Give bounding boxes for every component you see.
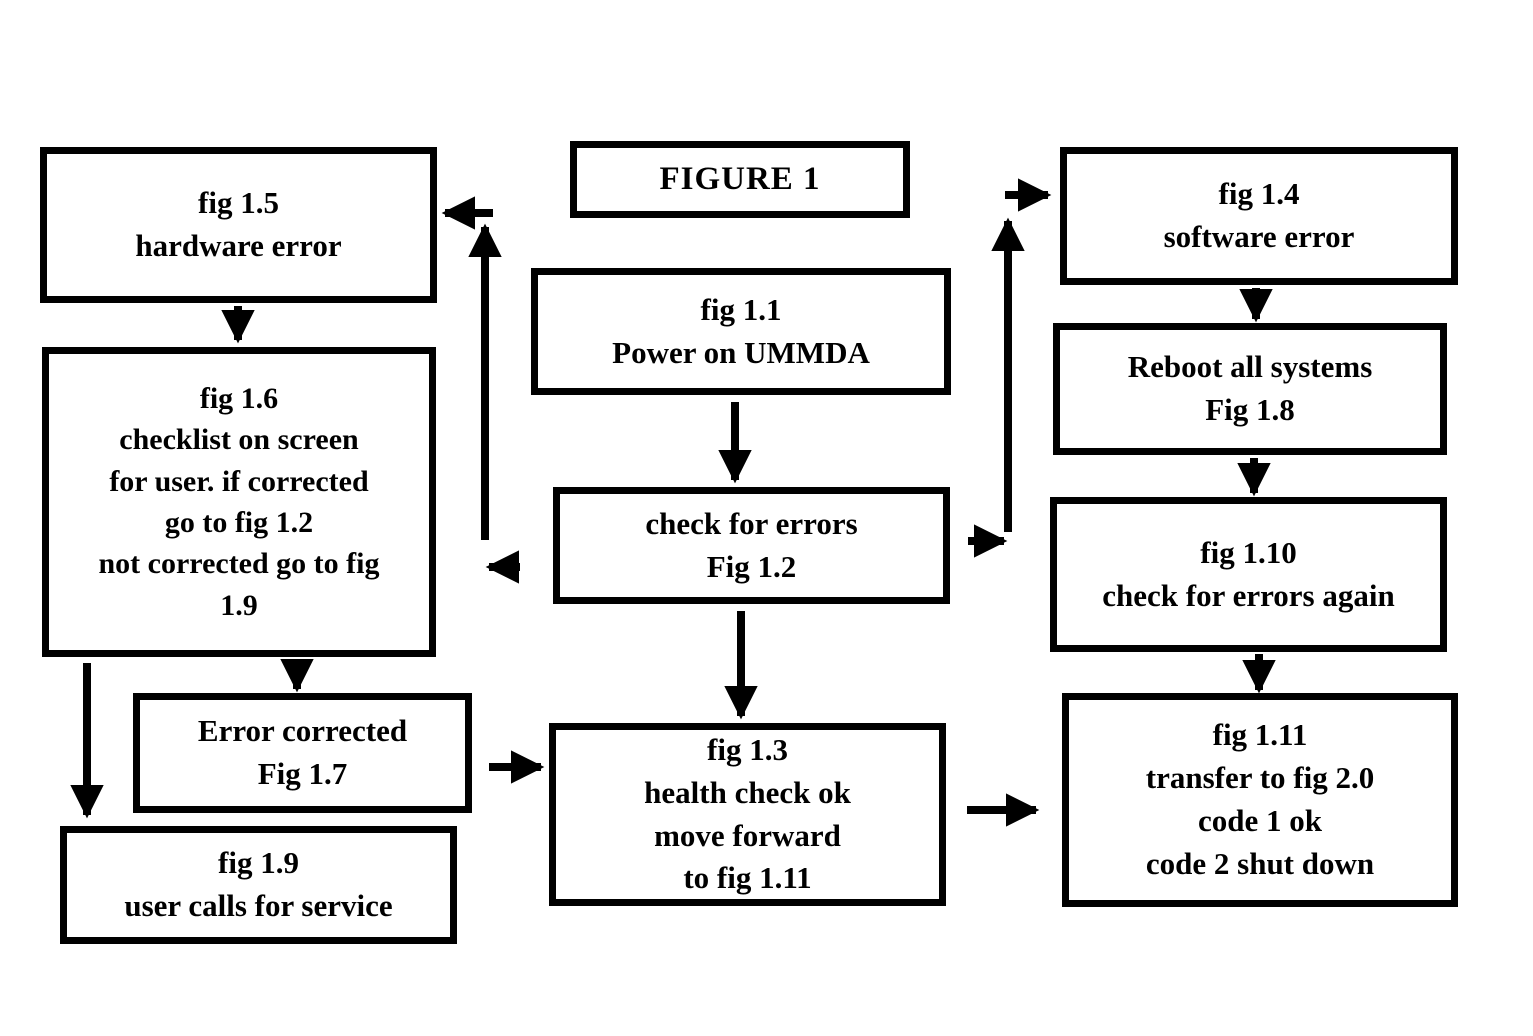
node-fig-1-7-error-corrected: Error corrected Fig 1.7 [133,693,472,813]
node-label: fig 1.6 checklist on screen for user. if… [98,381,380,622]
node-fig-1-11-transfer: fig 1.11 transfer to fig 2.0 code 1 ok c… [1062,693,1458,907]
node-label: fig 1.10 check for errors again [1102,534,1395,613]
node-label: fig 1.1 Power on UMMDA [612,291,870,370]
node-label: fig 1.9 user calls for service [124,845,393,923]
node-fig-1-3-health-check-ok: fig 1.3 health check ok move forward to … [549,723,946,906]
node-fig-1-6-checklist: fig 1.6 checklist on screen for user. if… [42,347,436,657]
node-fig-1-2-check-for-errors: check for errors Fig 1.2 [553,487,950,604]
node-label: fig 1.3 health check ok move forward to … [644,731,851,896]
node-label: fig 1.11 transfer to fig 2.0 code 1 ok c… [1145,717,1375,881]
node-fig-1-8-reboot-all-systems: Reboot all systems Fig 1.8 [1053,323,1447,455]
node-label: check for errors Fig 1.2 [645,505,858,584]
node-label: Reboot all systems Fig 1.8 [1127,349,1373,427]
figure-title: FIGURE 1 [659,160,821,197]
node-label: fig 1.5 hardware error [135,185,342,263]
node-fig-1-5-hardware-error: fig 1.5 hardware error [40,147,437,303]
node-label: fig 1.4 software error [1163,176,1355,254]
node-fig-1-4-software-error: fig 1.4 software error [1060,147,1458,285]
node-fig-1-9-user-calls-service: fig 1.9 user calls for service [60,826,457,944]
node-label: Error corrected Fig 1.7 [197,713,408,791]
figure-title-box: FIGURE 1 [570,141,910,218]
node-fig-1-10-check-errors-again: fig 1.10 check for errors again [1050,497,1447,652]
node-fig-1-1-power-on: fig 1.1 Power on UMMDA [531,268,951,395]
